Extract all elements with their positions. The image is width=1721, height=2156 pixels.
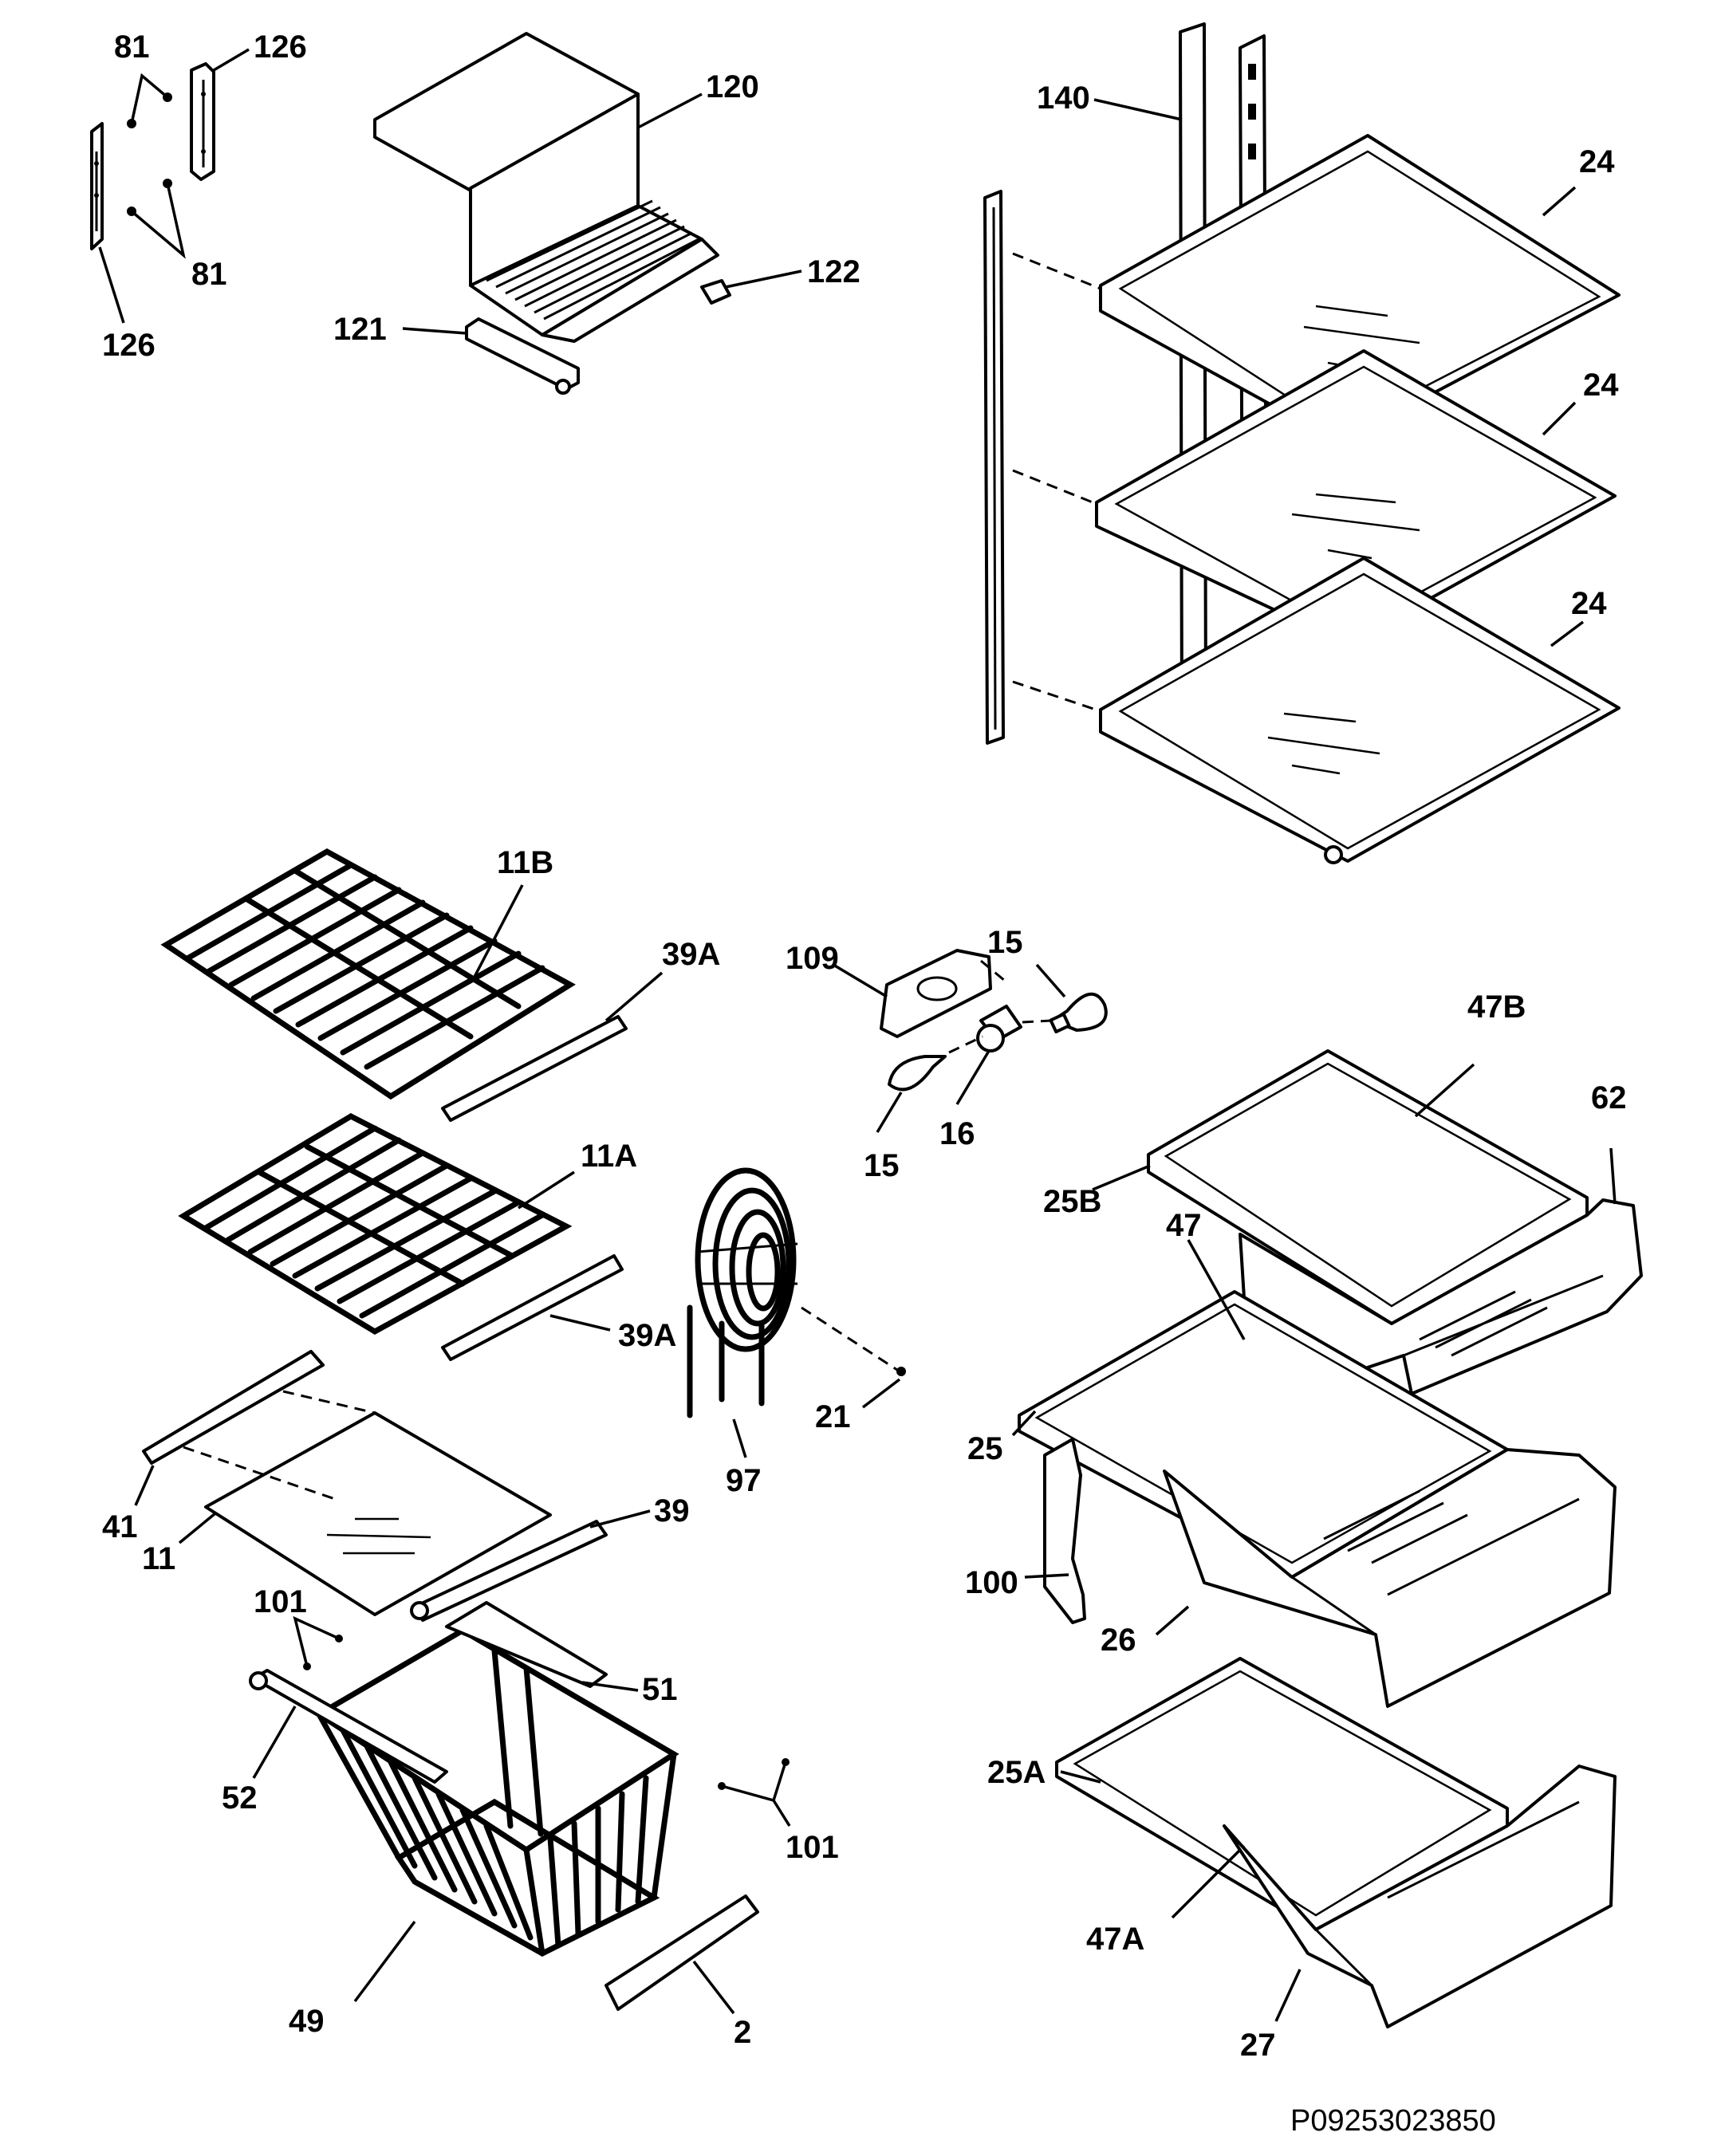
screw-21 [801, 1306, 906, 1409]
light-cover-109 [833, 949, 1006, 1038]
crisper-drawer-27 [1223, 1765, 1617, 2028]
callout-16: 16 [939, 1116, 975, 1151]
callout-81-bottom: 81 [191, 257, 227, 292]
callout-97: 97 [726, 1463, 762, 1498]
callout-26: 26 [1101, 1623, 1136, 1658]
callout-2: 2 [734, 2015, 751, 2050]
screws-81 [98, 48, 250, 324]
callout-47: 47 [1166, 1208, 1202, 1243]
callout-11: 11 [142, 1541, 175, 1576]
callout-126-top: 126 [254, 30, 307, 65]
callout-11B: 11B [497, 845, 553, 880]
callout-24-top: 24 [1579, 144, 1615, 179]
callout-21: 21 [815, 1399, 851, 1434]
callout-15-top: 15 [987, 925, 1023, 960]
divider-100 [1024, 1438, 1086, 1624]
callout-62: 62 [1591, 1080, 1627, 1115]
bracket-121 [402, 317, 580, 395]
bulb-15-upper [1022, 963, 1108, 1034]
glass-shelf-11 [178, 1390, 552, 1616]
clip-122 [700, 270, 802, 305]
callout-120: 120 [706, 69, 759, 104]
coil-97 [687, 1167, 798, 1458]
callout-39A-top: 39A [662, 937, 720, 972]
document-number: P09253023850 [1290, 2104, 1496, 2138]
callout-101-top: 101 [254, 1584, 307, 1619]
trim-bar-39A-bottom [441, 1254, 624, 1361]
callout-109: 109 [786, 941, 839, 976]
basket-slide-52 [249, 1669, 448, 1784]
callout-11A: 11A [581, 1139, 637, 1174]
callout-labels: 81 126 81 126 120 122 121 140 24 24 24 1… [102, 30, 1627, 2063]
hinge-bracket-left [90, 122, 104, 250]
callout-47B: 47B [1467, 989, 1526, 1025]
trim-bar-39A-top [441, 971, 664, 1122]
callout-121: 121 [333, 312, 387, 347]
glass-shelf-24-bottom [1012, 557, 1621, 864]
callout-25A: 25A [987, 1755, 1046, 1790]
callout-51: 51 [642, 1672, 678, 1707]
trim-bar-41 [134, 1350, 325, 1506]
tray-grille [486, 199, 699, 321]
callout-15-bottom: 15 [864, 1148, 900, 1183]
callout-24-bottom: 24 [1571, 586, 1607, 621]
callout-24-middle: 24 [1583, 368, 1619, 403]
callout-140: 140 [1037, 81, 1090, 116]
callout-122: 122 [807, 254, 860, 289]
ice-pan-120 [373, 32, 719, 343]
callout-100: 100 [965, 1565, 1018, 1600]
trim-2 [605, 1894, 759, 2015]
callout-39A-bottom: 39A [618, 1318, 676, 1353]
callout-49: 49 [289, 2004, 325, 2039]
screws-101 [293, 1615, 791, 1827]
callout-52: 52 [222, 1780, 258, 1816]
wire-shelf-11A [178, 1113, 575, 1336]
shelf-ladder-front [983, 190, 1005, 745]
callout-25B: 25B [1043, 1184, 1101, 1219]
basket-slide-51 [445, 1601, 639, 1692]
bulb-15-lower [876, 1035, 983, 1133]
callout-27: 27 [1240, 2028, 1276, 2063]
wire-shelf-11B [160, 848, 576, 1100]
crisper-drawer-26 [1155, 1448, 1617, 1708]
callout-101-bottom: 101 [786, 1830, 839, 1865]
callout-126-bottom: 126 [102, 328, 156, 363]
trim-bar-39 [410, 1509, 651, 1622]
callout-81-top: 81 [114, 30, 150, 65]
callout-39: 39 [654, 1493, 690, 1528]
hinge-bracket-right [190, 62, 215, 181]
wire-basket-49 [313, 1627, 679, 2003]
light-socket-16 [955, 1005, 1022, 1105]
callout-47A: 47A [1086, 1922, 1144, 1957]
callout-25: 25 [967, 1431, 1003, 1466]
callout-41: 41 [102, 1509, 138, 1544]
